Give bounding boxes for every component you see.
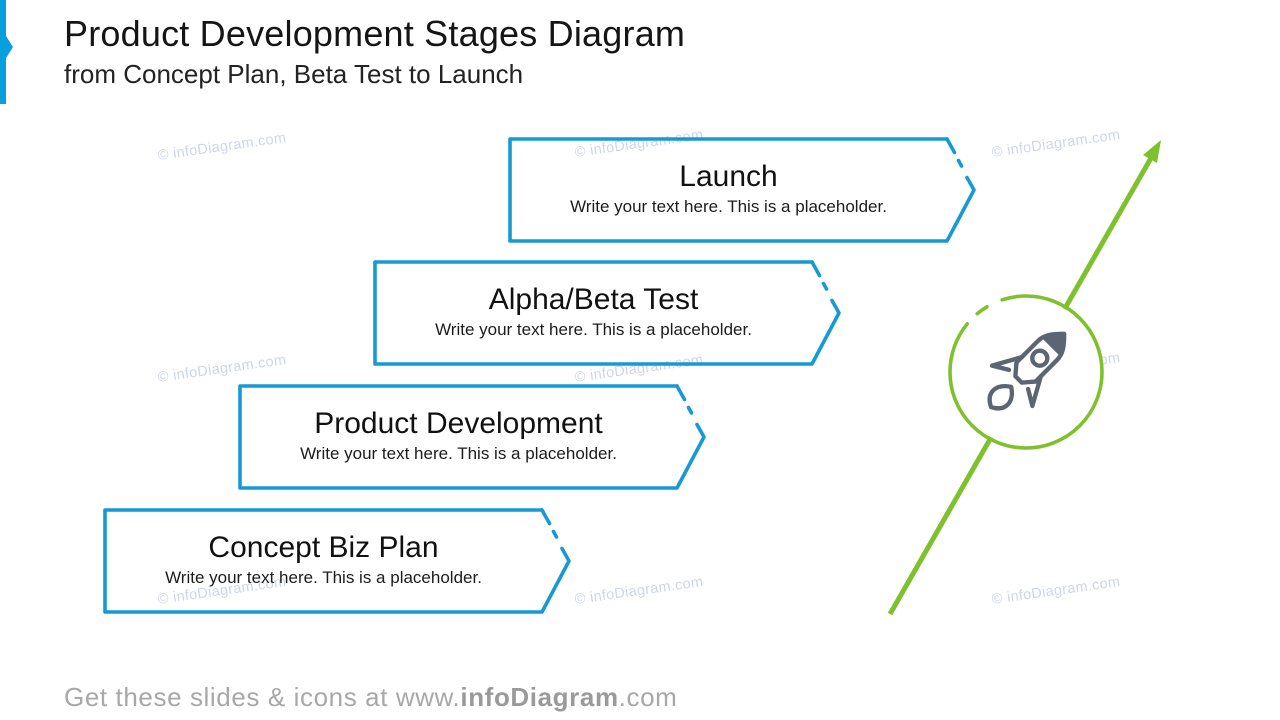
slide-title: Product Development Stages Diagram [64,13,686,54]
accent-chevron-bar [0,0,13,104]
stage-text: Product Development Write your text here… [240,386,677,488]
stage-box-product-development: Product Development Write your text here… [236,382,708,492]
watermark: © infoDiagram.com [990,574,1122,608]
footer-text: Get these slides & icons at www. [64,682,461,712]
stage-text: Alpha/Beta Test Write your text here. Th… [375,262,812,364]
stage-box-alpha-beta-test: Alpha/Beta Test Write your text here. Th… [371,258,843,368]
watermark: © infoDiagram.com [990,127,1122,161]
watermark: © infoDiagram.com [990,350,1122,384]
stage-box-launch: Launch Write your text here. This is a p… [506,135,978,245]
arrowhead-icon [1143,140,1161,163]
stage-title: Concept Biz Plan [208,531,439,564]
stage-description: Write your text here. This is a placehol… [570,197,887,216]
footer-brand: infoDiagram [460,682,619,712]
stage-text: Launch Write your text here. This is a p… [510,139,947,241]
stage-description: Write your text here. This is a placehol… [165,568,482,587]
stage-box-concept-biz-plan: Concept Biz Plan Write your text here. T… [101,506,573,616]
stage-title: Launch [679,160,778,193]
slide-subtitle: from Concept Plan, Beta Test to Launch [64,59,524,89]
stage-description: Write your text here. This is a placehol… [435,320,752,339]
title-block: Product Development Stages Diagram from … [64,12,685,90]
watermark: © infoDiagram.com [573,574,705,608]
stage-chevron-shape [238,384,706,490]
stage-chevron-shape [373,260,841,366]
stage-text: Concept Biz Plan Write your text here. T… [105,510,542,612]
watermark: © infoDiagram.com [156,352,288,386]
stage-chevron-shape [103,508,571,614]
watermark: © infoDiagram.com [156,130,288,164]
stage-title: Alpha/Beta Test [488,283,699,316]
footer-text-suffix: .com [618,682,678,712]
footer-promo: Get these slides & icons at www.infoDiag… [64,682,677,713]
stage-description: Write your text here. This is a placehol… [300,444,617,463]
stage-title: Product Development [314,407,603,440]
